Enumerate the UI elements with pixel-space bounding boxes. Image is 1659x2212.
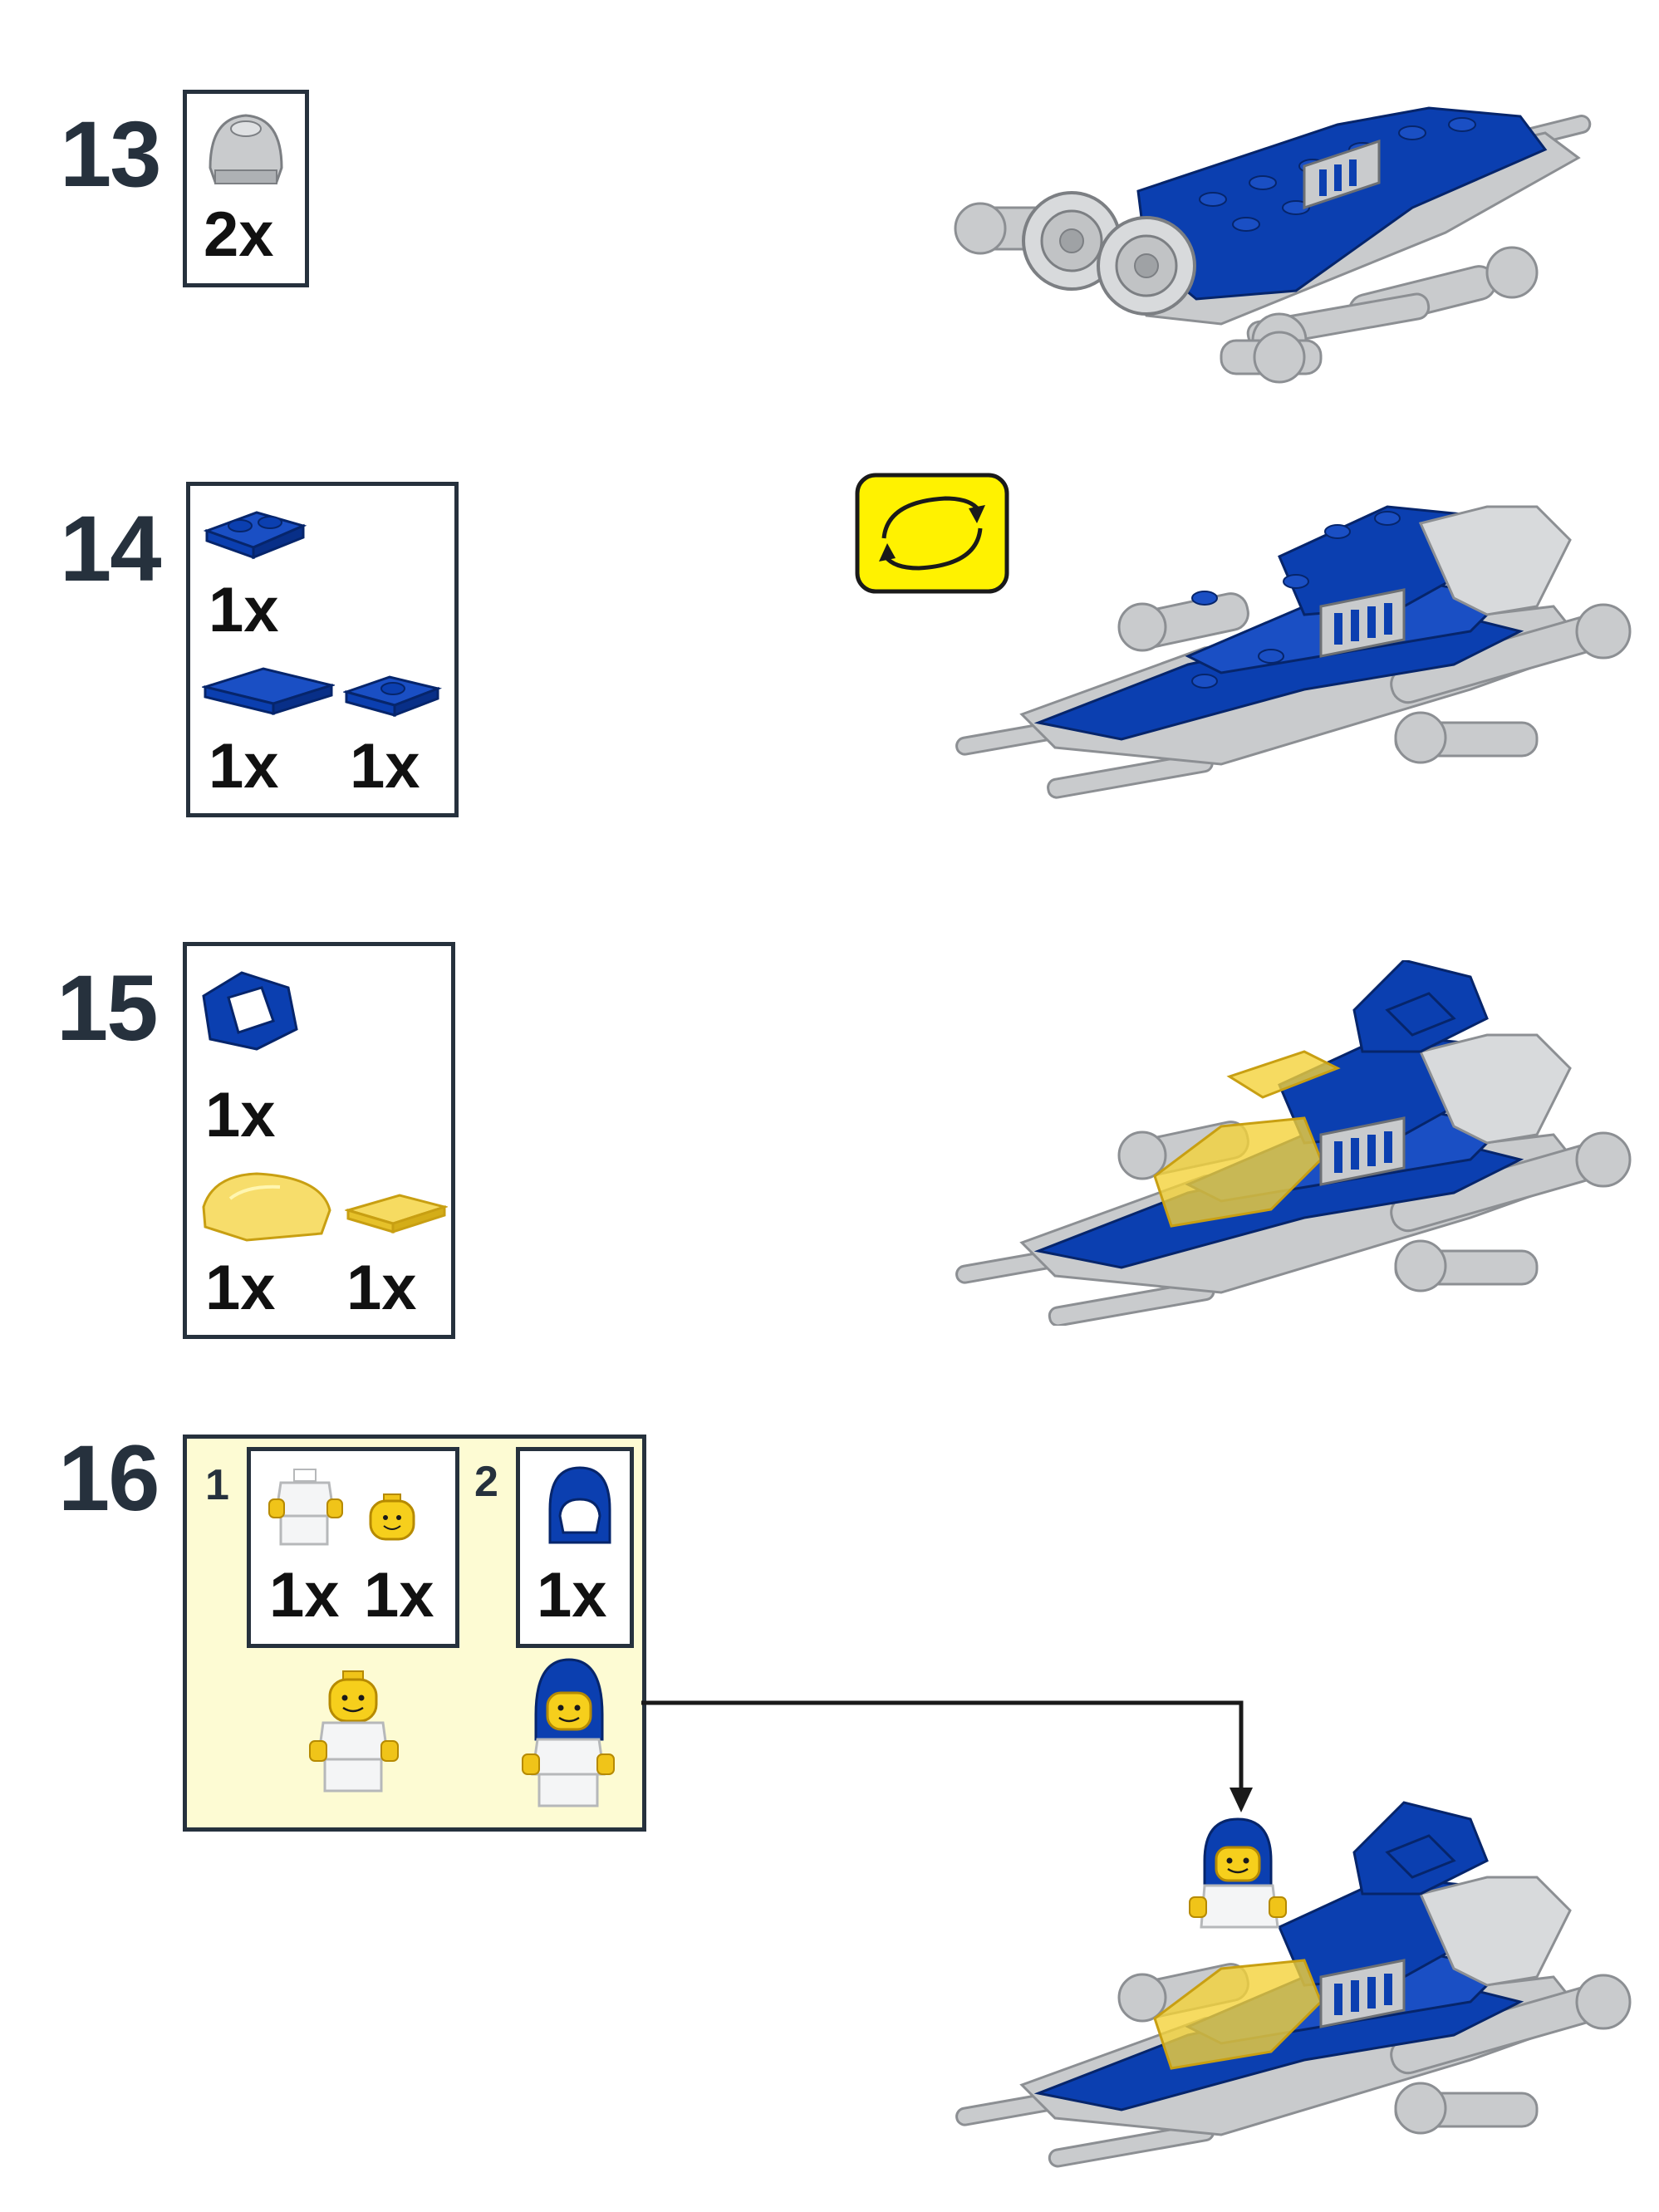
minifig-with-helmet-icon: [518, 1656, 617, 1809]
minifig-assembled-icon: [305, 1670, 405, 1794]
part-quantity: 1x: [537, 1560, 607, 1631]
trans-yellow-tile-1x2-icon: [345, 1187, 448, 1237]
part-quantity: 1x: [205, 1253, 276, 1323]
sub-step-parts-box: 1x: [516, 1447, 634, 1648]
step-13-model-illustration: [947, 100, 1628, 399]
sub-step-parts-box: 1x 1x: [247, 1447, 459, 1648]
part-quantity: 1x: [346, 1253, 417, 1323]
part-quantity: 1x: [269, 1560, 340, 1631]
sub-step-number: 2: [474, 1458, 498, 1506]
part-quantity: 2x: [204, 199, 274, 270]
part-quantity: 1x: [209, 575, 279, 645]
part-quantity: 1x: [350, 731, 420, 802]
light-bluish-gray-round-dome-icon: [202, 105, 290, 194]
step-number: 16: [58, 1426, 160, 1530]
blue-plate-jumper-icon: [343, 667, 443, 720]
white-minifig-body-icon: [266, 1466, 349, 1549]
step-number: 15: [56, 956, 159, 1060]
parts-list-box: 1x 1x 1x: [186, 482, 459, 817]
step-16-model-illustration: [955, 1786, 1637, 2168]
rotate-model-icon: [854, 472, 1010, 595]
yellow-minifig-head-icon: [366, 1493, 419, 1544]
parts-list-box: 2x: [183, 90, 309, 287]
sub-assembly-callout: 1 1x 1x 2: [183, 1435, 646, 1832]
part-quantity: 1x: [209, 731, 279, 802]
step-number: 13: [60, 102, 162, 206]
step-15-model-illustration: [955, 960, 1637, 1326]
step-14-model-illustration: [955, 490, 1637, 814]
part-quantity: 1x: [364, 1560, 434, 1631]
blue-tile-2x2-icon: [202, 662, 335, 719]
blue-space-helmet-icon: [542, 1463, 615, 1549]
parts-list-box: 1x 1x 1x: [183, 942, 455, 1339]
blue-windscreen-frame-icon: [199, 963, 302, 1056]
sub-step-number: 1: [205, 1461, 229, 1509]
trans-yellow-canopy-icon: [197, 1165, 336, 1245]
step-number: 14: [60, 497, 162, 601]
part-quantity: 1x: [205, 1080, 276, 1150]
blue-plate-1x2-icon: [204, 501, 307, 561]
placement-arrow: [641, 1695, 1256, 1819]
